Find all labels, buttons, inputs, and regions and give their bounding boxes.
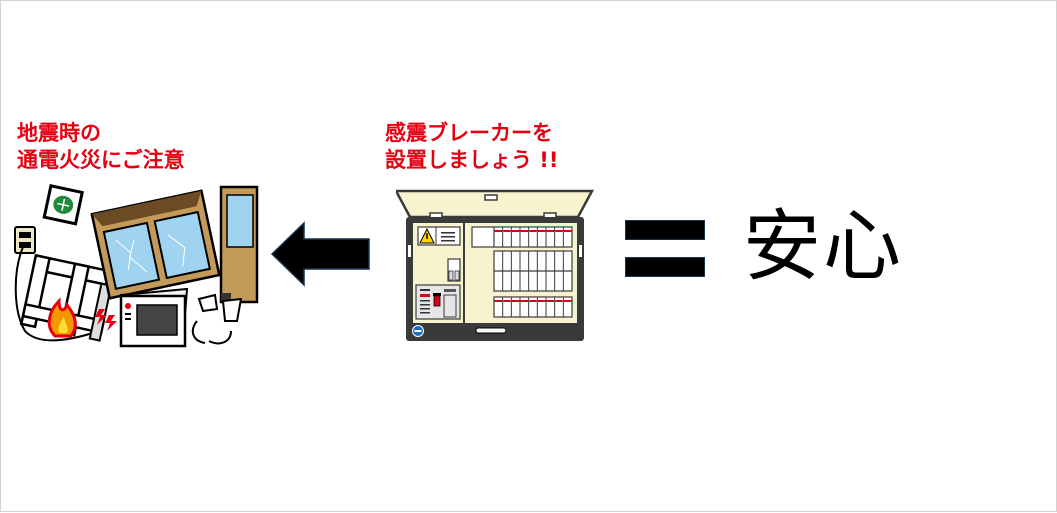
equals-bar-bottom xyxy=(625,257,705,277)
fire-warning-line2: 通電火災にご注意 xyxy=(17,148,185,172)
seismic-breaker-unit-icon xyxy=(415,284,461,320)
install-breaker-line2: 設置しましょう !! xyxy=(385,148,559,172)
picture-frame-icon xyxy=(42,184,84,226)
fire-icon xyxy=(47,297,77,338)
cabinet-icon xyxy=(219,185,259,304)
fallen-window-icon xyxy=(90,189,221,300)
spark-icon xyxy=(95,309,117,331)
warning-label-icon xyxy=(417,226,461,246)
panel-handle xyxy=(475,327,507,334)
left-arrow-icon xyxy=(270,221,370,287)
wall-outlet-icon xyxy=(14,226,100,342)
fire-warning-caption: 地震時の 通電火災にご注意 xyxy=(17,120,185,174)
fire-warning-line1: 地震時の xyxy=(17,121,101,145)
microwave-icon xyxy=(119,287,189,348)
broken-dishes-icon xyxy=(191,293,243,345)
breaker-row-bottom xyxy=(493,296,573,318)
seismic-breaker-panel-illustration xyxy=(396,189,595,341)
peace-of-mind-text: 安心 xyxy=(743,202,904,292)
equals-sign-icon xyxy=(625,220,705,278)
install-breaker-caption: 感震ブレーカーを 設置しましょう !! xyxy=(385,120,558,174)
install-breaker-line1: 感震ブレーカーを xyxy=(385,121,553,145)
breaker-row-middle xyxy=(493,250,573,292)
equals-bar-top xyxy=(625,220,705,240)
earthquake-damage-illustration xyxy=(14,184,259,348)
breaker-row-top xyxy=(471,226,573,248)
